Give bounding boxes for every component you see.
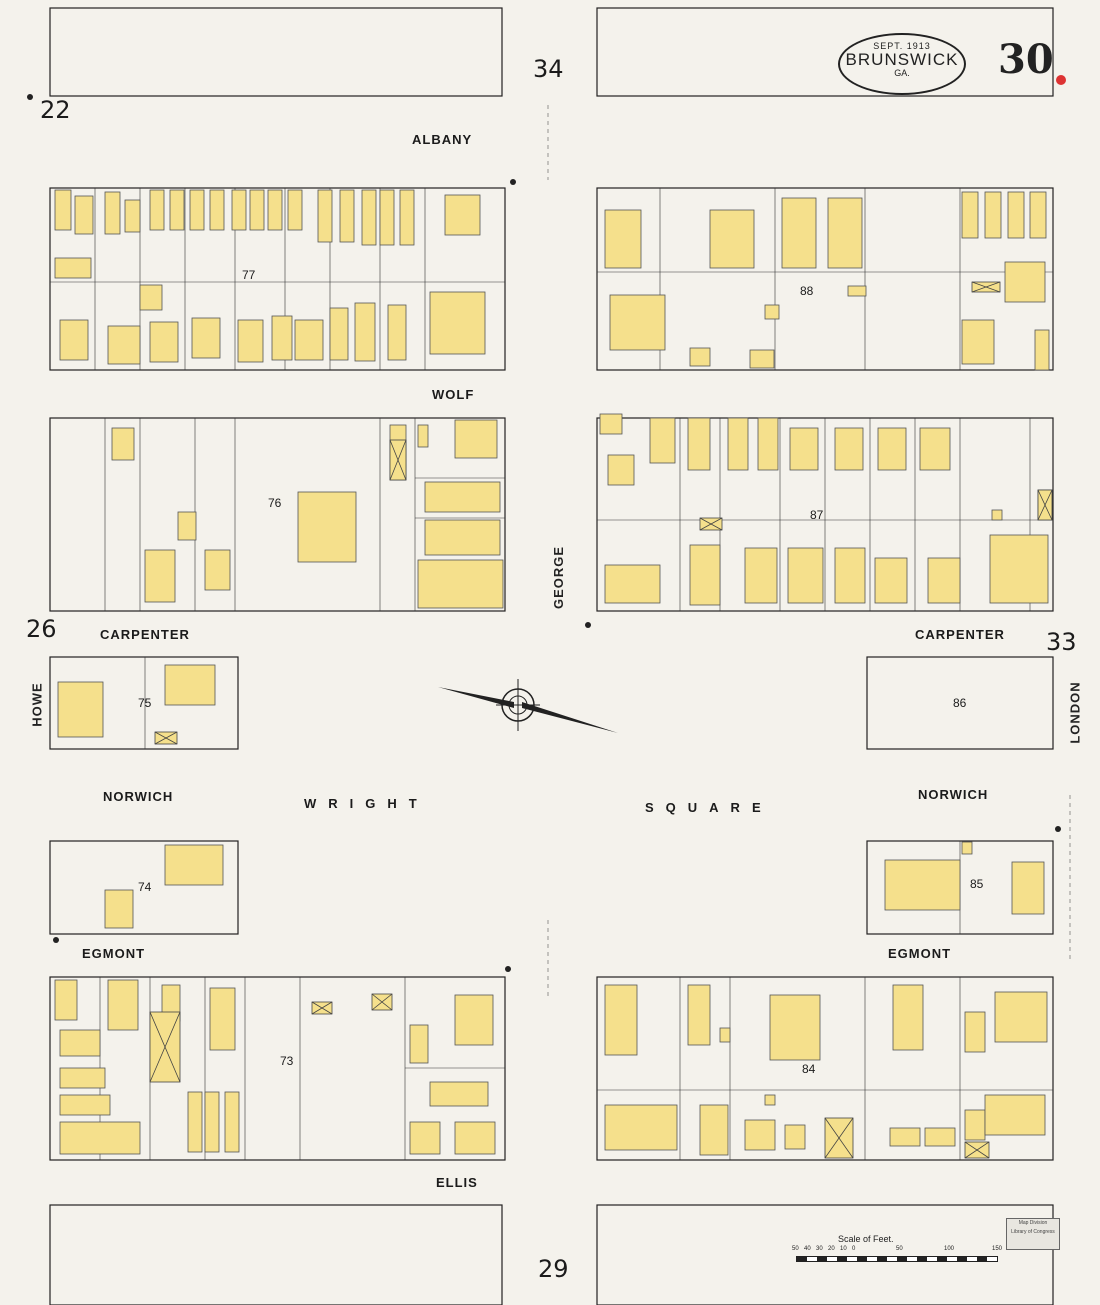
block-86 — [866, 656, 1054, 750]
adjacent-sheet-right: 33 — [1046, 628, 1077, 656]
block-number: 77 — [242, 268, 256, 282]
library-stamp: Map Division Library of Congress — [1006, 1218, 1060, 1250]
block-number: 74 — [138, 880, 152, 894]
adjacent-sheet-top-center: 34 — [533, 55, 564, 83]
street-norwich-right: NORWICH — [918, 787, 989, 802]
sheet-number: 30 — [998, 36, 1054, 83]
block-number: 75 — [138, 696, 152, 710]
street-ellis: ELLIS — [436, 1175, 478, 1190]
block-75 — [49, 656, 239, 750]
red-stamp-icon — [1056, 75, 1066, 85]
map-city: BRUNSWICK — [845, 50, 959, 69]
block-number: 87 — [810, 508, 824, 522]
street-egmont-right: EGMONT — [888, 946, 952, 961]
adjacent-sheet-left: 26 — [26, 615, 57, 643]
street-george: GEORGE — [551, 545, 567, 610]
block-77 — [49, 187, 506, 371]
block-number: 88 — [800, 284, 814, 298]
compass-rose-icon — [438, 679, 618, 733]
street-norwich-left: NORWICH — [103, 789, 174, 804]
street-square: SQUARE — [645, 800, 773, 815]
block-number: 73 — [280, 1054, 294, 1068]
dwellings — [54, 189, 1053, 1156]
block-76 — [49, 417, 506, 612]
street-howe: HOWE — [29, 682, 45, 727]
adjacent-sheet-top-left: 22 — [40, 96, 71, 124]
block-number: 86 — [953, 696, 967, 710]
street-wright: WRIGHT — [304, 796, 429, 811]
block-number: 85 — [970, 877, 984, 891]
block-84 — [596, 976, 1054, 1161]
block-number: 76 — [268, 496, 282, 510]
block-bottom-left-edge — [49, 1204, 503, 1305]
block-top-left-edge — [49, 7, 503, 97]
block-74 — [49, 840, 239, 935]
block-outlines — [49, 7, 1054, 1305]
hydrants — [27, 94, 1061, 972]
street-egmont-left: EGMONT — [82, 946, 146, 961]
scale-bar — [796, 1256, 998, 1262]
title-cartouche: SEPT. 1913 BRUNSWICK GA. — [838, 33, 966, 95]
street-london: LONDON — [1067, 681, 1083, 744]
block-number: 84 — [802, 1062, 816, 1076]
map-date: SEPT. 1913 — [873, 41, 931, 51]
street-wolf: WOLF — [432, 387, 475, 402]
scale-caption: Scale of Feet. — [838, 1234, 894, 1244]
street-carpenter-right: CARPENTER — [915, 627, 1005, 642]
street-albany: ALBANY — [412, 132, 473, 147]
outbuildings — [149, 281, 1053, 1159]
map-state: GA. — [894, 68, 910, 78]
block-bottom-right-edge — [596, 1204, 1054, 1305]
block-73 — [49, 976, 506, 1161]
block-88 — [596, 187, 1054, 371]
street-guides — [547, 105, 1071, 1000]
block-top-right-edge — [596, 7, 1054, 97]
adjacent-sheet-bottom: 29 — [538, 1255, 569, 1283]
street-carpenter-left: CARPENTER — [100, 627, 190, 642]
